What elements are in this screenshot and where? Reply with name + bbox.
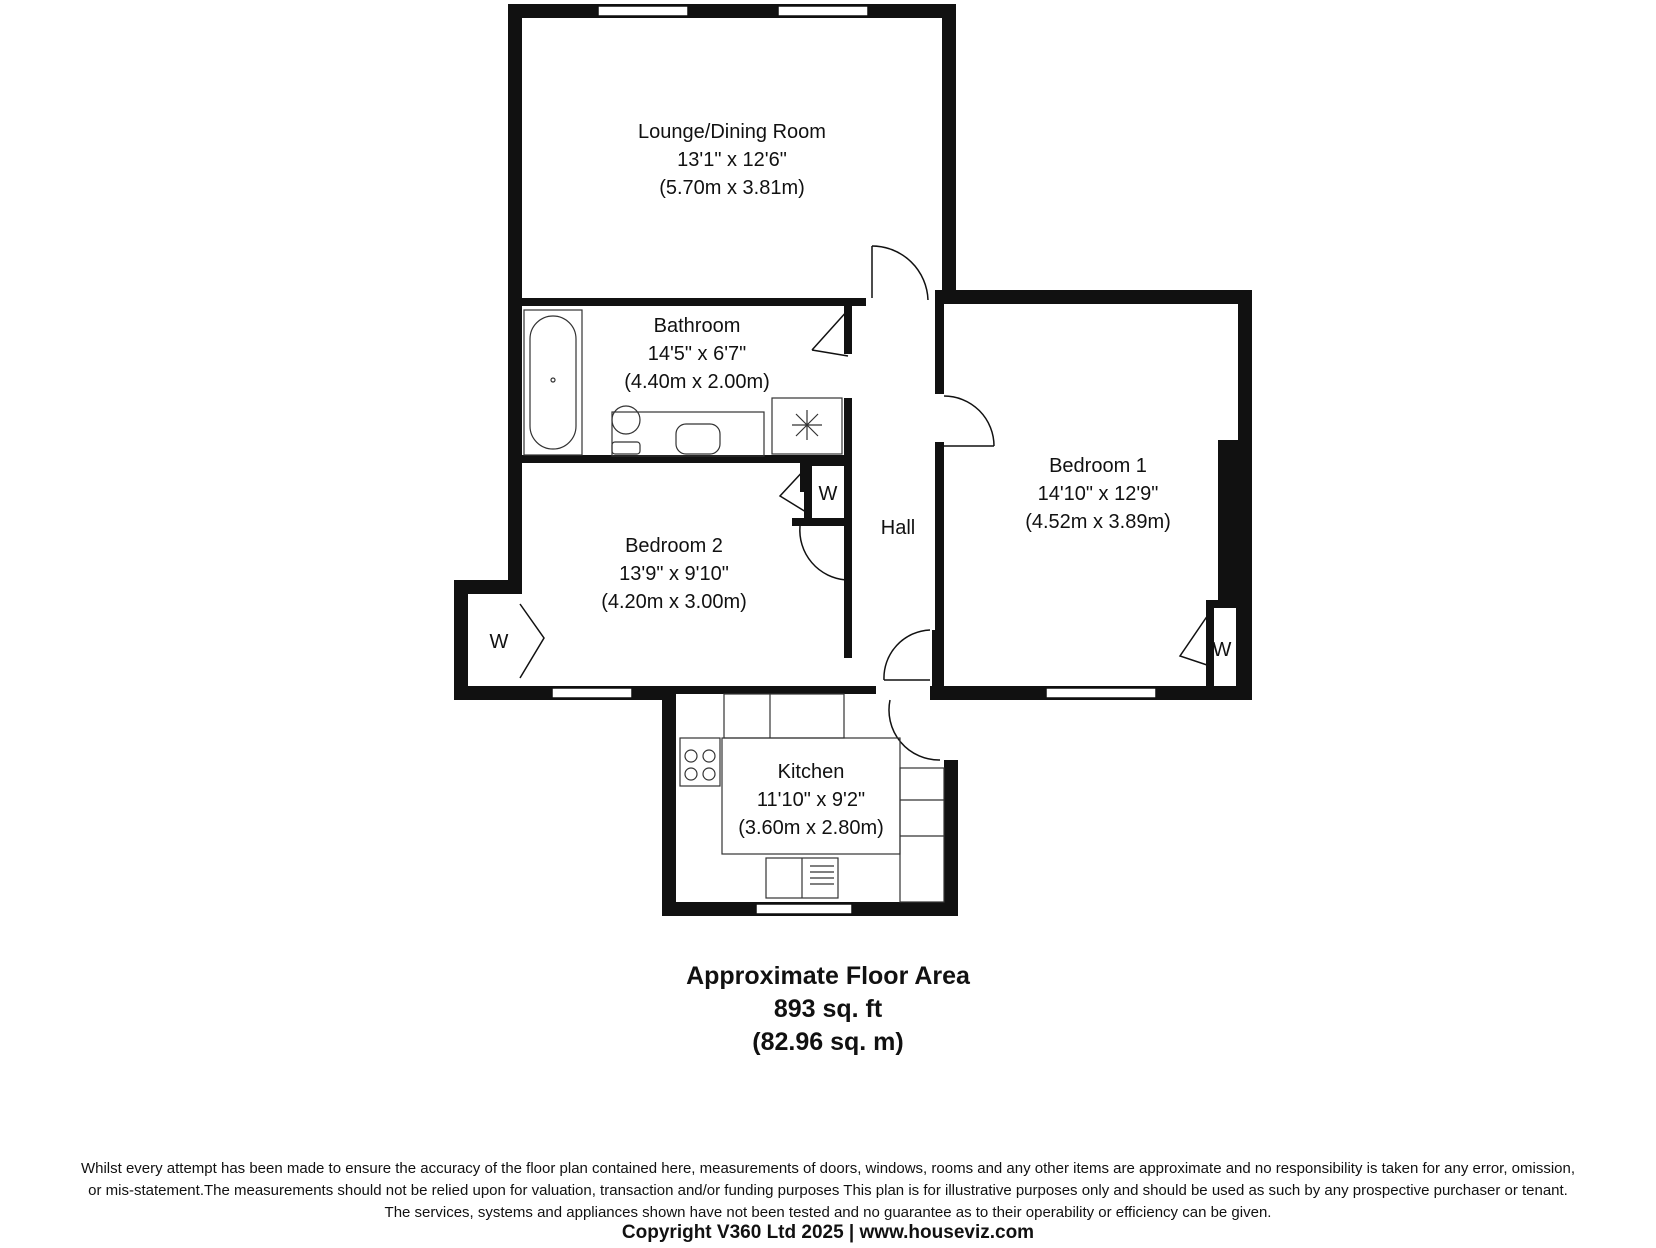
bathroom-metric: (4.40m x 2.00m) [624, 371, 770, 393]
kitchen-name: Kitchen [778, 761, 845, 783]
bedroom2-metric: (4.20m x 3.00m) [601, 591, 747, 613]
disclaimer: Whilst every attempt has been made to en… [0, 1158, 1656, 1224]
kitchen-imperial: 11'10" x 9'2" [757, 789, 865, 811]
basin-icon [675, 423, 721, 455]
disclaimer-line-1: Whilst every attempt has been made to en… [80, 1160, 1576, 1177]
lounge-metric: (5.70m x 3.81m) [659, 177, 805, 199]
bathroom-imperial: 14'5" x 6'7" [648, 343, 747, 365]
hob-icon [679, 737, 721, 787]
bedroom2-name: Bedroom 2 [625, 535, 723, 557]
floor-plan: Lounge/Dining Room 13'1" x 12'6" (5.70m … [454, 4, 1252, 916]
kitchen-fixtures [679, 693, 945, 903]
wardrobe-label-hall: W [819, 483, 838, 505]
shower-tray-icon [771, 397, 843, 455]
bathroom-fixtures [523, 309, 843, 457]
floor-area-title: Approximate Floor Area [686, 962, 970, 990]
kitchen-metric: (3.60m x 2.80m) [738, 817, 884, 839]
bedroom1-name: Bedroom 1 [1049, 455, 1147, 477]
bedroom2-imperial: 13'9" x 9'10" [619, 563, 729, 585]
floor-area-imperial: 893 sq. ft [773, 995, 883, 1023]
disclaimer-line-3: The services, systems and appliances sho… [384, 1204, 1272, 1221]
windows [551, 5, 1157, 915]
wardrobes [804, 458, 1244, 700]
floor-area: Approximate Floor Area 893 sq. ft (82.96… [0, 960, 1656, 1059]
bedroom1-metric: (4.52m x 3.89m) [1025, 511, 1171, 533]
bath-icon [523, 309, 583, 456]
wardrobe-label-bedroom2: W [490, 631, 509, 653]
floor-area-metric: (82.96 sq. m) [752, 1028, 904, 1056]
disclaimer-line-2: or mis-statement.The measurements should… [88, 1182, 1568, 1199]
lounge-name: Lounge/Dining Room [638, 121, 826, 143]
copyright: Copyright V360 Ltd 2025 | www.houseviz.c… [621, 1222, 1035, 1243]
wardrobe-label-bedroom1: W [1213, 639, 1232, 661]
room-labels: Lounge/Dining Room 13'1" x 12'6" (5.70m … [490, 121, 1232, 839]
bedroom1-imperial: 14'10" x 12'9" [1038, 483, 1159, 505]
toilet-icon [611, 405, 641, 435]
bathroom-name: Bathroom [654, 315, 741, 337]
lounge-imperial: 13'1" x 12'6" [677, 149, 787, 171]
hall-name: Hall [881, 517, 915, 539]
